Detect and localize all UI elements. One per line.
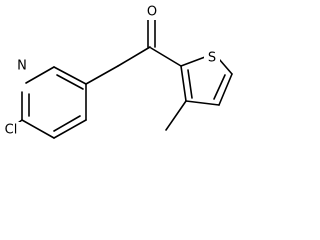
bond-c2-c3-thio bbox=[180, 65, 187, 102]
bond-c3-carbonyl bbox=[117, 46, 151, 67]
bond-c4-c5-thio-inner bbox=[213, 74, 226, 100]
atom-sulfur: S bbox=[208, 51, 216, 66]
bond-s-c2 bbox=[180, 56, 206, 67]
bond-c4-c5 bbox=[53, 119, 87, 139]
bond-pyridine-carbonyl bbox=[85, 65, 119, 85]
atom-chlorine: Cl bbox=[5, 123, 18, 138]
bond-n-c2 bbox=[25, 66, 55, 84]
thiophene-ring bbox=[150, 47, 233, 106]
pyridine-ring bbox=[21, 66, 87, 139]
bond-methyl bbox=[165, 100, 187, 131]
bond-c5-c6 bbox=[21, 119, 55, 139]
chemical-structure-diagram: O N Cl S bbox=[0, 4, 233, 139]
bond-c3-c4-thio bbox=[185, 100, 220, 106]
bond-c2-c3-thio-inner bbox=[187, 69, 193, 99]
bond-carbonyl-c2 bbox=[150, 47, 182, 67]
carbonyl-group bbox=[85, 19, 156, 85]
bond-c5-s bbox=[218, 58, 233, 75]
atom-labels: O N Cl S bbox=[0, 4, 220, 138]
bond-c2-c3-inner bbox=[56, 74, 84, 90]
atom-nitrogen: N bbox=[17, 59, 27, 74]
atom-oxygen: O bbox=[147, 5, 157, 20]
bond-c4-c5-thio bbox=[218, 73, 233, 106]
bond-c2-c3 bbox=[53, 66, 87, 85]
bond-c4-c5-inner bbox=[53, 115, 81, 132]
